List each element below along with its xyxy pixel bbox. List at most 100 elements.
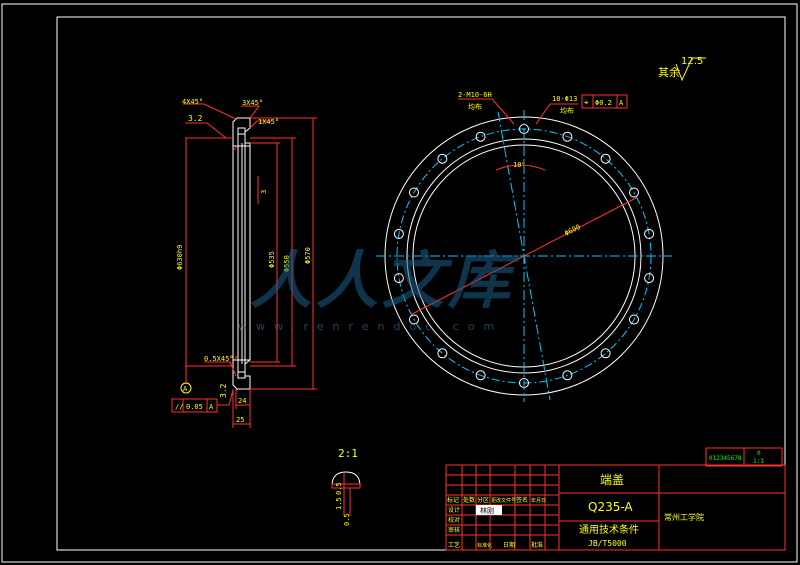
hole-tol-frame <box>581 94 628 109</box>
leader-tol-top <box>185 122 227 139</box>
leader-right-top <box>241 105 260 119</box>
small-box-right-sub: 1:1 <box>753 458 764 465</box>
roughness-label: 其余 <box>658 65 680 79</box>
note-holes-sub: 均布 <box>560 106 574 115</box>
surface-roughness: 其余 12.5 <box>658 56 706 82</box>
tb-header-0: 标记 <box>447 496 459 504</box>
note-tapped: 2-M10-6H <box>458 91 492 99</box>
tb-designer-bg <box>476 505 502 515</box>
section-hatch-2 <box>233 355 238 361</box>
watermark: 人人文库 www.renrendoc.com <box>238 244 520 333</box>
section-hatch-1 <box>233 145 238 151</box>
bolt-hole <box>437 153 448 164</box>
dim-step-label: 3 <box>260 190 268 194</box>
plan-angle-label: 10° <box>513 161 526 169</box>
plan-view: Φ600 10° 2-M10-6H 均布 18-Φ13 均布 ⌖ Φ0.2 A <box>376 91 672 402</box>
plan-radius-label: Φ600 <box>563 223 582 238</box>
tb-material: Q235-A <box>588 500 633 514</box>
bolt-hole <box>437 348 448 359</box>
detail-profile <box>331 471 361 487</box>
tb-row-label-0: 设计 <box>448 506 460 514</box>
geo-tol-frame <box>171 398 218 413</box>
watermark-brand: 人人文库 <box>250 244 520 317</box>
detail-dim-c: 0.5 <box>343 513 351 526</box>
chamfer-bottom-label: 0.5X45° <box>204 355 234 363</box>
plan-radius-line <box>411 197 637 315</box>
dim-width1-label: 24 <box>238 397 246 405</box>
watermark-url: www.renrendoc.com <box>238 320 503 333</box>
tb-header-4: 签名 <box>516 496 528 504</box>
dim-outer-dia-label: Φ630h9 <box>176 245 184 270</box>
bolt-hole <box>393 273 404 284</box>
chamfer-top-label: 4X45° <box>182 98 203 106</box>
chamfer-right-mid-label: 1X45° <box>258 118 279 126</box>
tb-header-1: 处数 <box>463 496 475 504</box>
tol-top-label: 3.2 <box>188 114 203 123</box>
sheet-border-outer <box>1 3 798 563</box>
detail-base <box>331 483 361 489</box>
dim-outer-2-label: Φ570 <box>304 247 312 264</box>
sheet-border-inner <box>56 16 786 551</box>
detail-scale: 2:1 <box>338 447 358 460</box>
bolt-hole <box>393 228 404 239</box>
leader-bottom-chamfer <box>204 361 237 377</box>
tb-part-name: 端盖 <box>600 473 624 487</box>
small-box-right: 0 <box>757 450 761 457</box>
bolt-hole <box>600 348 611 359</box>
section-view: 4X45° 3X45° 1X45° 0.5X45° 3.2 3.2 Φ630h9… <box>171 98 317 428</box>
hole-tol-value: Φ0.2 <box>595 99 612 107</box>
bolt-hole <box>562 370 573 381</box>
roughness-value: 12.5 <box>681 56 703 67</box>
dim-inner-dia-1-label: Φ535 <box>268 251 276 268</box>
geo-tol-datum: A <box>209 403 214 411</box>
tb-row-label-2: 审核 <box>448 526 460 534</box>
tb-designer: 林刚 <box>480 506 494 515</box>
tb-school: 常州工学院 <box>664 512 704 522</box>
bolt-hole <box>600 153 611 164</box>
plan-angle-arc <box>495 164 546 171</box>
leader-top-chamfer <box>183 103 237 120</box>
datum-label: A <box>183 385 188 393</box>
bolt-hole <box>644 273 655 284</box>
tb-header-5: 年月日 <box>531 497 546 504</box>
tb-footer-1: 日期 <box>503 541 515 549</box>
small-box-left: 012345678 <box>709 455 742 462</box>
hole-tol-symbol: ⌖ <box>584 98 589 107</box>
title-block: 012345678 0 1:1 标记 处数 分区 更改文件号 签名 年月日 设计 <box>445 447 786 551</box>
tb-row-label-3: 工艺 <box>448 541 460 549</box>
bolt-hole <box>629 314 639 325</box>
dim-inner-dia-2-label: Φ550 <box>283 255 291 272</box>
leader-tapped <box>458 98 515 125</box>
section-notch-top <box>237 127 246 135</box>
chamfer-right-top-label: 3X45° <box>242 99 263 107</box>
tb-row-label-1: 校对 <box>448 516 460 524</box>
bolt-hole <box>562 131 573 142</box>
section-notch-bottom <box>237 371 246 379</box>
leader-holes <box>535 103 578 125</box>
leader-geo-tol <box>217 389 234 406</box>
tb-standard: JB/T5000 <box>588 539 627 548</box>
bolt-hole <box>475 131 486 142</box>
bolt-hole <box>409 187 419 198</box>
title-block-frame <box>445 464 786 551</box>
tb-spec: 通用技术条件 <box>579 523 639 536</box>
dim-width2-label: 25 <box>236 416 244 424</box>
geo-tol-value: 0.05 <box>186 403 203 411</box>
plan-holes <box>393 124 655 388</box>
leader-right-mid <box>249 120 272 129</box>
bolt-hole <box>409 314 419 325</box>
geo-tol-symbol: // <box>175 403 183 411</box>
detail-view: 2:1 0.5 1.5 0.5 <box>331 447 361 526</box>
roughness-symbol <box>675 57 706 82</box>
datum-circle <box>180 382 192 394</box>
tb-footer-0: 标准化 <box>477 542 492 549</box>
hole-tol-datum: A <box>619 99 624 107</box>
detail-dim-b: 1.5 <box>335 497 343 510</box>
bolt-hole <box>475 370 486 381</box>
detail-dim-a: 0.5 <box>335 482 343 495</box>
tb-header-2: 分区 <box>477 496 489 504</box>
tb-footer-2: 批准 <box>531 541 543 549</box>
tb-header-3: 更改文件号 <box>491 497 516 504</box>
bolt-hole <box>629 187 639 198</box>
